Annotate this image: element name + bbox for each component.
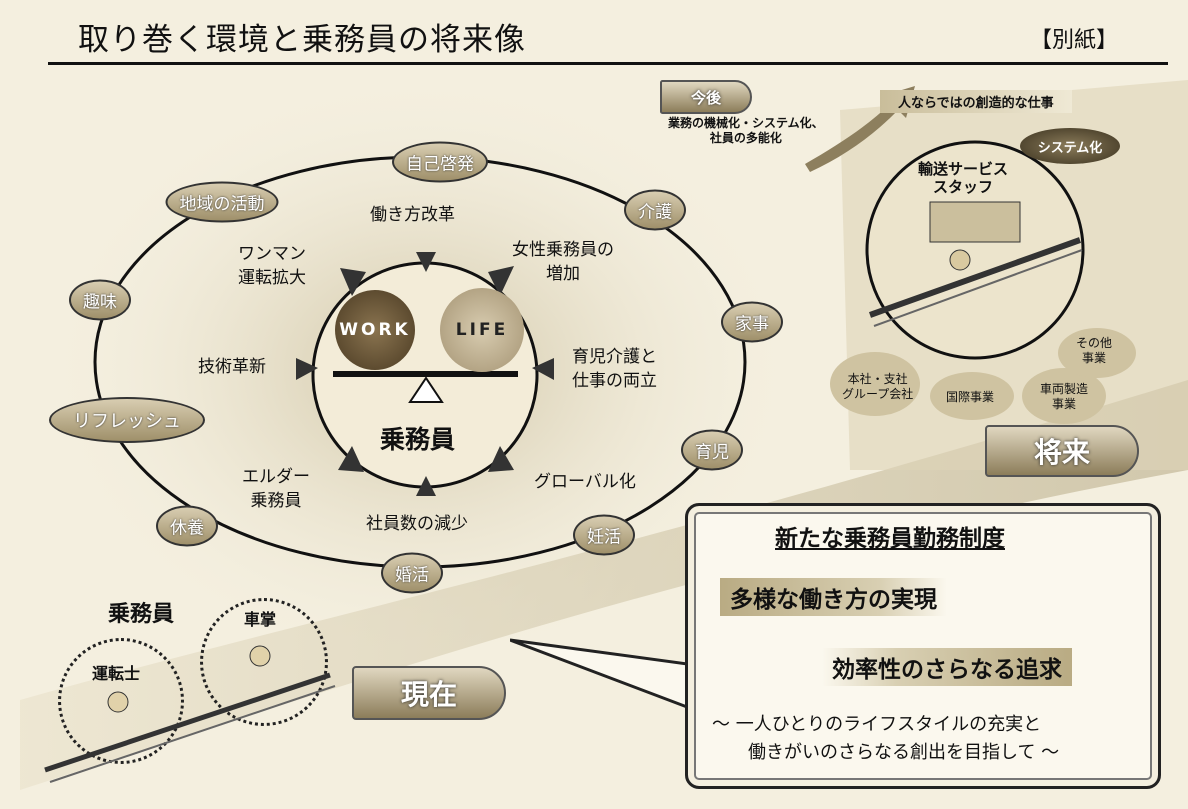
system-point-efficiency: 効率性のさらなる追求	[822, 648, 1072, 686]
present-track	[44, 645, 336, 783]
factor-globalization: グローバル化	[534, 472, 636, 492]
life-event-marriage: 婚活	[381, 552, 443, 594]
future-banner: 将来	[985, 425, 1139, 477]
life-event-refresh: リフレッシュ	[49, 397, 205, 443]
transport-staff-label: 輸送サービス スタッフ	[918, 160, 1009, 196]
new-system-box	[685, 503, 1161, 789]
intl-label: 国際事業	[946, 390, 995, 404]
title-underline	[48, 62, 1168, 65]
system-sub-line2: 働きがいのさらなる創出を目指して ～	[748, 742, 1060, 763]
factor-technology: 技術革新	[198, 357, 266, 377]
factor-elder-crew: エルダー 乗務員	[242, 467, 310, 511]
present-banner: 現在	[352, 666, 506, 720]
life-event-hobby: 趣味	[69, 279, 131, 321]
system-point-diverse: 多様な働き方の実現	[720, 578, 947, 616]
life-label: LIFE	[455, 320, 509, 340]
life-event-nursing-care: 介護	[624, 189, 686, 231]
page-title: 取り巻く環境と乗務員の将来像	[78, 22, 526, 58]
work-label: WORK	[339, 320, 411, 340]
factor-one-man: ワンマン 運転拡大	[238, 244, 306, 288]
system-sub-line1: ～ 一人ひとりのライフスタイルの充実と	[712, 714, 1042, 735]
driver-label: 運転士	[92, 664, 141, 683]
other-label: その他 事業	[1076, 336, 1113, 365]
present-crew-label: 乗務員	[108, 602, 175, 627]
other-bubble	[1058, 328, 1136, 378]
intl-bubble	[930, 372, 1014, 420]
work-bubble: WORK	[335, 290, 415, 370]
system-heading: 新たな乗務員勤務制度	[775, 526, 1005, 552]
now-banner: 今後	[660, 80, 752, 114]
systemization-bubble: システム化	[1020, 128, 1120, 164]
factor-female-crew: 女性乗務員の 増加	[512, 240, 614, 284]
factor-care-balance: 育児介護と 仕事の両立	[572, 347, 657, 391]
hq-label: 本社・支社 グループ会社	[842, 372, 914, 401]
life-event-housework: 家事	[721, 301, 783, 343]
vehicle-label: 車両製造 事業	[1040, 382, 1089, 411]
creative-work-label: 人ならではの創造的な仕事	[880, 90, 1072, 113]
life-event-self-development: 自己啓発	[392, 141, 488, 183]
future-circle	[865, 140, 1085, 360]
attachment-tag: 【別紙】	[1030, 28, 1119, 53]
callout-pointer	[510, 638, 697, 713]
life-event-community: 地域の活動	[165, 181, 279, 223]
life-event-rest: 休養	[156, 505, 218, 547]
conductor-label: 車掌	[244, 610, 277, 629]
conductor-circle	[200, 598, 328, 726]
life-bubble: LIFE	[440, 288, 524, 372]
life-event-pregnancy: 妊活	[573, 514, 635, 556]
center-crew-label: 乗務員	[380, 425, 456, 454]
hq-bubble	[830, 352, 920, 416]
factor-work-style-reform: 働き方改革	[370, 205, 455, 225]
now-description: 業務の機械化・システム化、 社員の多能化	[668, 116, 824, 145]
factor-employee-decrease: 社員数の減少	[366, 514, 468, 534]
driver-circle	[58, 638, 184, 764]
life-event-childcare: 育児	[681, 429, 743, 471]
